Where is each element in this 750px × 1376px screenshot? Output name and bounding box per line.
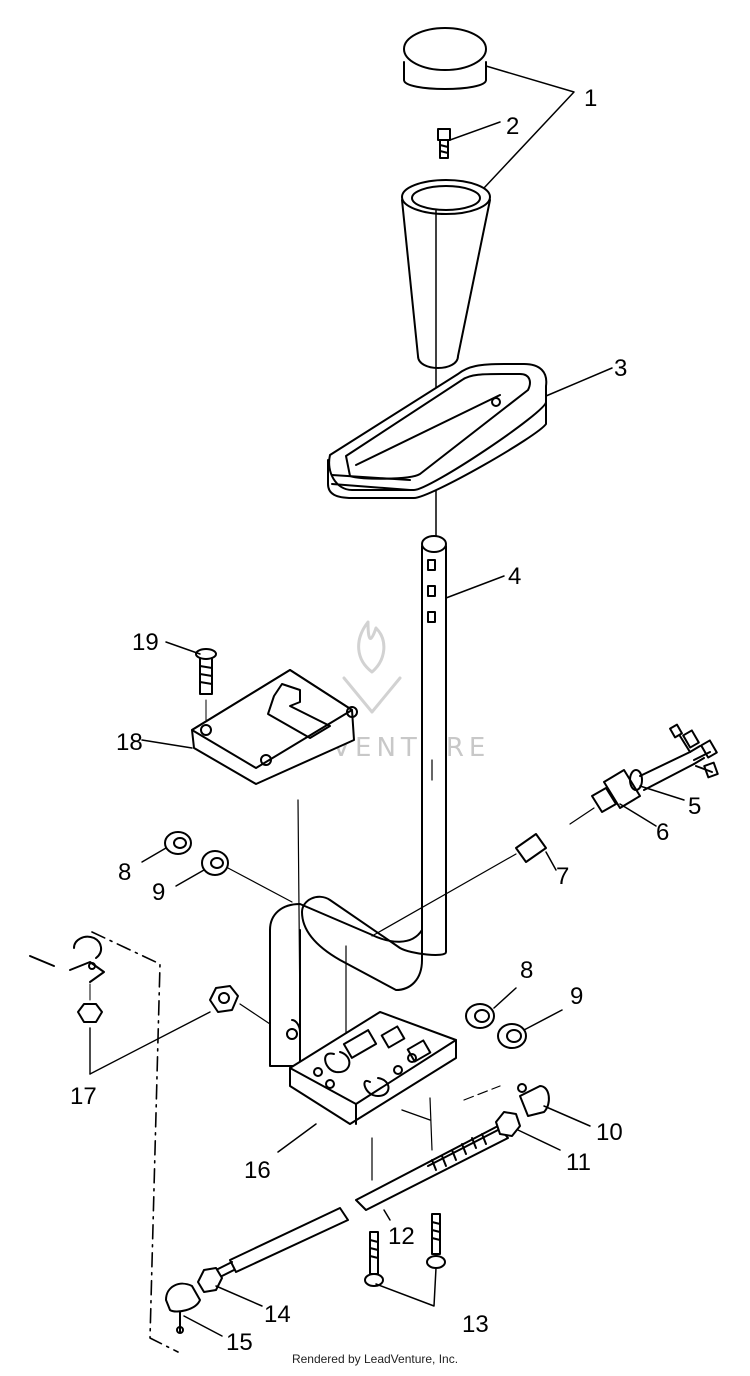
rod-lower [215, 1207, 349, 1279]
washer-9-left [201, 850, 229, 876]
callout-9-left: 9 [152, 879, 165, 906]
callout-8-left: 8 [118, 859, 131, 886]
shift-lever-rod [269, 535, 447, 1067]
washer-8-left [164, 831, 192, 855]
rod-end-15 [165, 1282, 201, 1334]
washer-9-right [497, 1023, 527, 1049]
callout-17: 17 [70, 1083, 97, 1110]
bracket-plate-18 [191, 669, 358, 785]
switch-harness [569, 723, 719, 825]
screw-13-left [364, 1231, 384, 1287]
washer-8-right [465, 1003, 495, 1029]
callout-19: 19 [132, 629, 159, 656]
callout-15: 15 [226, 1329, 253, 1356]
callout-16: 16 [244, 1157, 271, 1184]
callout-8-right: 8 [520, 957, 533, 984]
callout-1: 1 [584, 85, 597, 112]
screw-2 [437, 128, 451, 159]
shift-boot [327, 363, 548, 499]
callout-4: 4 [508, 563, 521, 590]
knob-cap [403, 27, 487, 90]
callout-18: 18 [116, 729, 143, 756]
callout-3: 3 [614, 355, 627, 382]
callout-11: 11 [566, 1149, 591, 1176]
base-block-16 [289, 1011, 457, 1125]
callout-13: 13 [462, 1311, 489, 1338]
callout-2: 2 [506, 113, 519, 140]
callout-14: 14 [264, 1301, 291, 1328]
callout-7: 7 [556, 863, 569, 890]
callout-12: 12 [388, 1223, 415, 1250]
screw-13-right [426, 1213, 446, 1269]
nut-14 [197, 1267, 223, 1293]
nut-11 [495, 1111, 521, 1137]
cotter-nut-17 [69, 935, 105, 1023]
footer-credit: Rendered by LeadVenture, Inc. [291, 1352, 459, 1366]
callout-9-right: 9 [570, 983, 583, 1010]
leader-lines [141, 65, 685, 1337]
callout-5: 5 [688, 793, 701, 820]
watermark-logo [342, 620, 402, 714]
nut-lever [209, 985, 271, 1025]
callout-10: 10 [596, 1119, 623, 1146]
sleeve-7 [371, 833, 547, 937]
bolt-19 [195, 648, 217, 721]
callout-6: 6 [656, 819, 669, 846]
cable-12 [355, 1125, 509, 1211]
callout-labels: 1 2 3 4 5 6 7 8 9 8 9 10 11 12 13 14 15 … [70, 85, 701, 1356]
shift-handle-grip [401, 179, 491, 369]
ball-joint-10 [517, 1083, 550, 1117]
